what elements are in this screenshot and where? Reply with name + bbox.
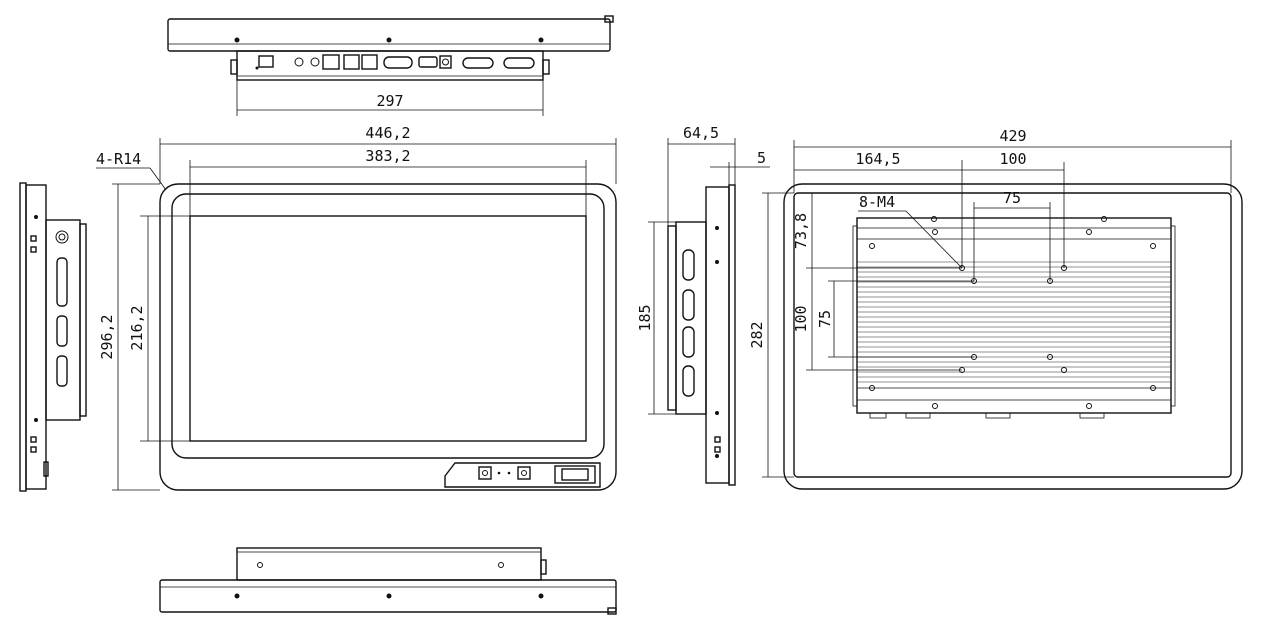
bezel-thickness-label: 5 [757, 149, 766, 167]
bottom-view [159, 547, 617, 615]
right-side-view: 64,5 5 185 [636, 124, 770, 486]
mount-screws-label: 8-M4 [859, 193, 895, 211]
depth-label: 64,5 [683, 124, 719, 142]
left-side-view [19, 182, 87, 492]
back-left-offset-label: 164,5 [855, 150, 900, 168]
screen-height-label: 216,2 [128, 305, 146, 350]
back-width-label: 429 [999, 127, 1026, 145]
back-height-label: 282 [748, 321, 766, 348]
front-view: 446,2 383,2 4-R14 296,2 216,2 [96, 124, 617, 491]
heatsink-fins [857, 261, 1171, 383]
side-height-label: 185 [636, 304, 654, 331]
vesa-75-vertical-label: 75 [816, 310, 834, 328]
back-top-offset-label: 73,8 [792, 213, 810, 249]
top-width-label: 297 [376, 92, 403, 110]
vesa-75-horizontal-label: 75 [1003, 189, 1021, 207]
top-view: 297 [167, 15, 614, 116]
overall-width-label: 446,2 [365, 124, 410, 142]
vesa-100-vertical-label: 100 [792, 305, 810, 332]
screen-width-label: 383,2 [365, 147, 410, 165]
corner-radius-label: 4-R14 [96, 150, 141, 168]
overall-height-label: 296,2 [98, 314, 116, 359]
back-view: 429 164,5 100 75 8-M4 73,8 100 75 [748, 127, 1243, 490]
vesa-100-horizontal-label: 100 [999, 150, 1026, 168]
